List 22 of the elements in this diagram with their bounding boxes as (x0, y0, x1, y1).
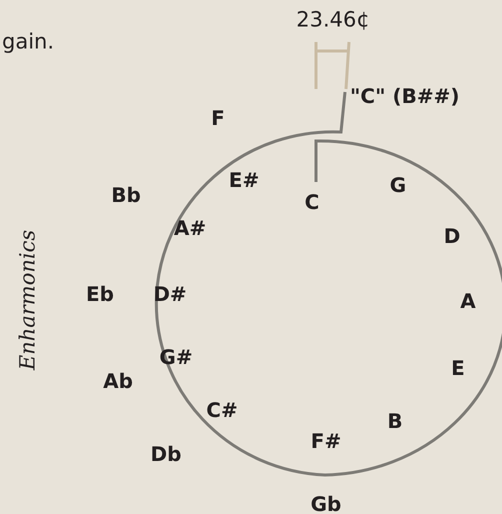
note-label: A# (174, 218, 206, 238)
text-fragment: gain. (2, 32, 54, 52)
measurement-label: 23.46¢ (296, 10, 370, 30)
note-label: B (387, 411, 403, 431)
note-label: "C" (B##) (350, 86, 460, 106)
note-label: A (460, 291, 476, 311)
note-label: C# (206, 400, 238, 420)
note-label: E (451, 358, 465, 378)
note-label: Ab (103, 371, 133, 391)
note-label: F (211, 108, 225, 128)
note-label: C (304, 192, 320, 212)
axis-title: Enharmonics (18, 230, 38, 370)
note-label: Eb (86, 284, 114, 304)
note-label: Bb (111, 185, 141, 205)
note-label: D (444, 226, 460, 246)
note-label: F# (310, 431, 342, 451)
note-label: D# (153, 284, 187, 304)
note-label: E# (228, 170, 260, 190)
note-label: Db (150, 444, 182, 464)
note-label: G# (159, 347, 193, 367)
note-label: G (390, 175, 406, 195)
note-label: Gb (310, 494, 342, 514)
